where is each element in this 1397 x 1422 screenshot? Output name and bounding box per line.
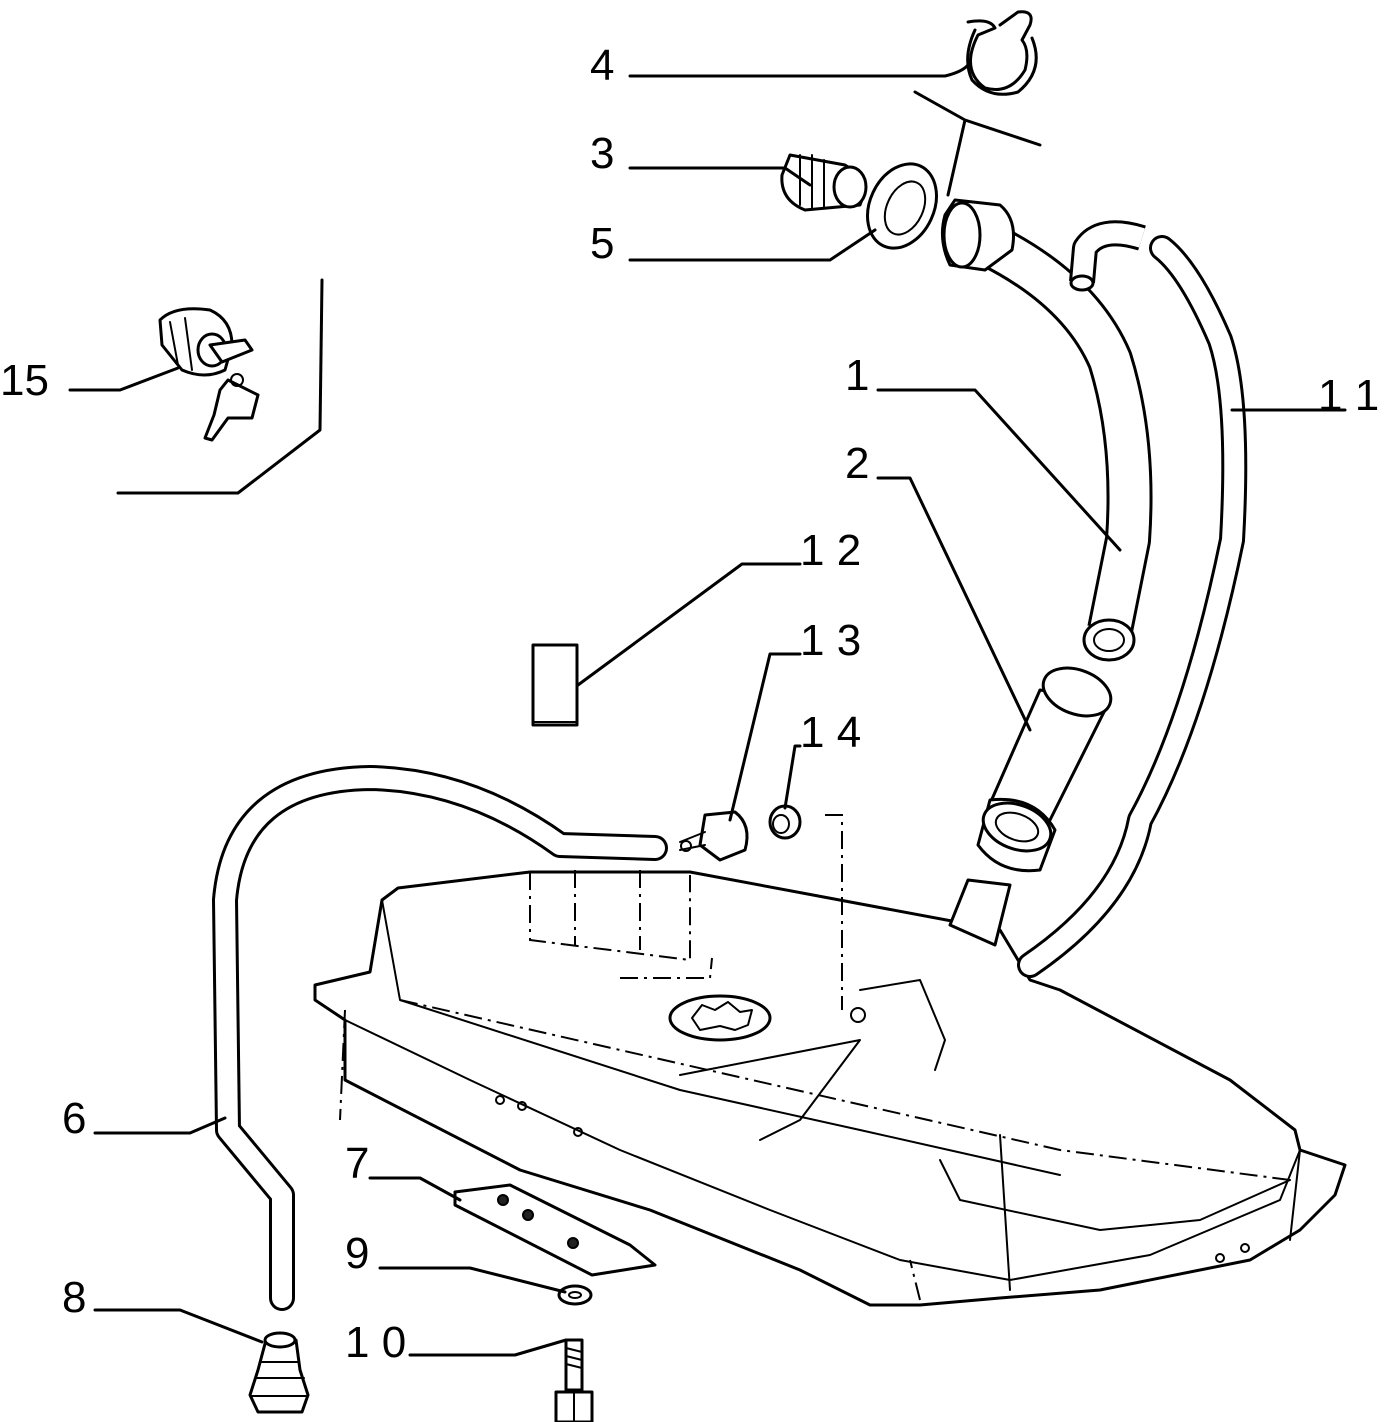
callout-11: 1 1 — [1318, 371, 1379, 420]
pump-axis-line — [620, 957, 713, 979]
callout-10: 1 0 — [345, 1318, 406, 1367]
callout-12: 1 2 — [800, 526, 861, 575]
callout-6: 6 — [62, 1094, 86, 1143]
callout-5: 5 — [590, 219, 614, 268]
return-hose — [1017, 235, 1248, 978]
leader-line-15 — [68, 366, 180, 392]
leader-line-2 — [876, 476, 1032, 732]
fuel-tank — [313, 870, 1347, 1307]
check-valve — [679, 810, 749, 862]
retaining-clip — [966, 10, 1038, 96]
leader-line-14 — [783, 744, 802, 810]
filler-gasket — [866, 162, 938, 250]
lock-bracket-line — [116, 278, 324, 495]
clip-bracket-line — [913, 90, 1042, 197]
valve-axis-line — [825, 814, 843, 1010]
vent-hose — [212, 765, 668, 1311]
hose-grommet — [248, 1331, 310, 1414]
leader-line-9 — [378, 1266, 567, 1294]
fuel-cap-lock — [158, 307, 260, 442]
callout-14: 1 4 — [800, 708, 861, 757]
valve-grommet — [768, 804, 802, 840]
callout-2: 2 — [845, 439, 869, 488]
leader-line-13 — [728, 652, 802, 822]
washer — [557, 1284, 593, 1306]
leader-line-10 — [408, 1338, 568, 1357]
callout-1: 1 — [845, 351, 869, 400]
filler-tube — [976, 666, 1113, 873]
leader-line-8 — [93, 1308, 264, 1344]
callout-8: 8 — [62, 1273, 86, 1322]
leader-line-5 — [628, 228, 877, 262]
leader-line-12 — [576, 562, 802, 687]
leader-line-3 — [628, 166, 812, 187]
filler-grommet — [940, 198, 1015, 272]
leader-line-1 — [876, 388, 1122, 552]
leader-line-6 — [93, 1116, 227, 1135]
fuel-cap — [780, 153, 868, 212]
callout-15: 15 — [0, 356, 49, 405]
mounting-bracket — [453, 1183, 657, 1277]
callout-13: 1 3 — [800, 616, 861, 665]
callout-3: 3 — [590, 129, 614, 178]
callout-labels: 4 3 5 15 1 2 1 1 1 2 1 3 1 4 6 7 9 8 1 0 — [0, 41, 1379, 1367]
filler-hose — [979, 220, 1153, 662]
leader-line-7 — [368, 1176, 462, 1202]
callout-9: 9 — [345, 1229, 369, 1278]
callout-4: 4 — [590, 41, 614, 90]
callout-7: 7 — [345, 1139, 369, 1188]
leader-lines — [68, 63, 1347, 1357]
bolt — [554, 1338, 594, 1422]
leader-line-4 — [628, 63, 970, 78]
warning-label — [531, 643, 579, 727]
